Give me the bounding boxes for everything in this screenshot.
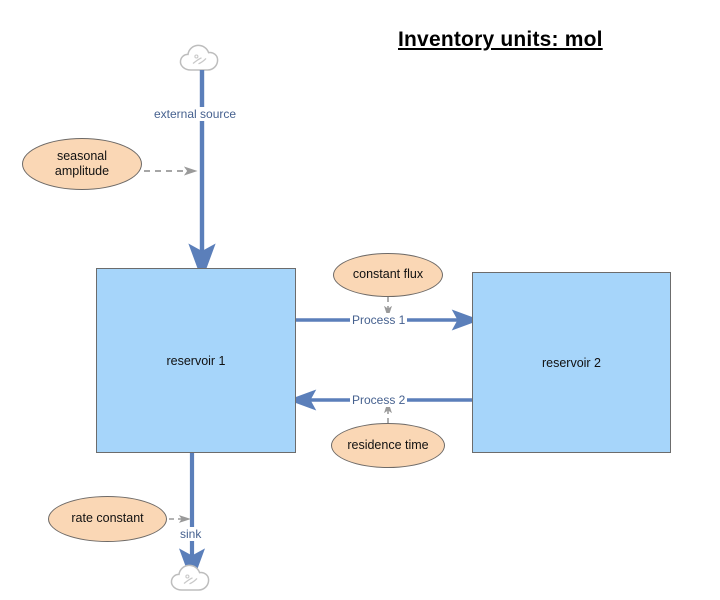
parameter-constant-flux-label: constant flux	[352, 267, 424, 282]
cloud-sink-icon	[170, 564, 210, 591]
parameter-residence-time[interactable]: residence time	[331, 423, 445, 468]
reservoir-2-label: reservoir 2	[541, 355, 602, 370]
parameter-constant-flux[interactable]: constant flux	[333, 253, 443, 297]
reservoir-box-1[interactable]: reservoir 1	[96, 268, 296, 453]
flux-label-process-2[interactable]: Process 2	[350, 393, 408, 407]
parameter-rate-constant[interactable]: rate constant	[48, 496, 167, 542]
parameter-rate-constant-label: rate constant	[71, 511, 144, 526]
parameter-seasonal-amplitude[interactable]: seasonal amplitude	[22, 138, 142, 190]
flux-label-sink[interactable]: sink	[178, 527, 204, 541]
parameter-label-line-1: seasonal	[56, 148, 108, 163]
reservoir-1-label: reservoir 1	[166, 353, 226, 368]
cloud-source-icon	[179, 44, 219, 71]
reservoir-box-2[interactable]: reservoir 2	[472, 272, 671, 453]
parameter-seasonal-amplitude-label: seasonal amplitude	[55, 149, 109, 180]
parameter-residence-time-label: residence time	[347, 437, 429, 452]
parameter-label-line-2: amplitude	[54, 164, 110, 178]
flux-label-external-source[interactable]: external source	[152, 107, 239, 121]
page-title: Inventory units: mol	[398, 28, 603, 51]
flux-label-process-1[interactable]: Process 1	[350, 313, 408, 327]
